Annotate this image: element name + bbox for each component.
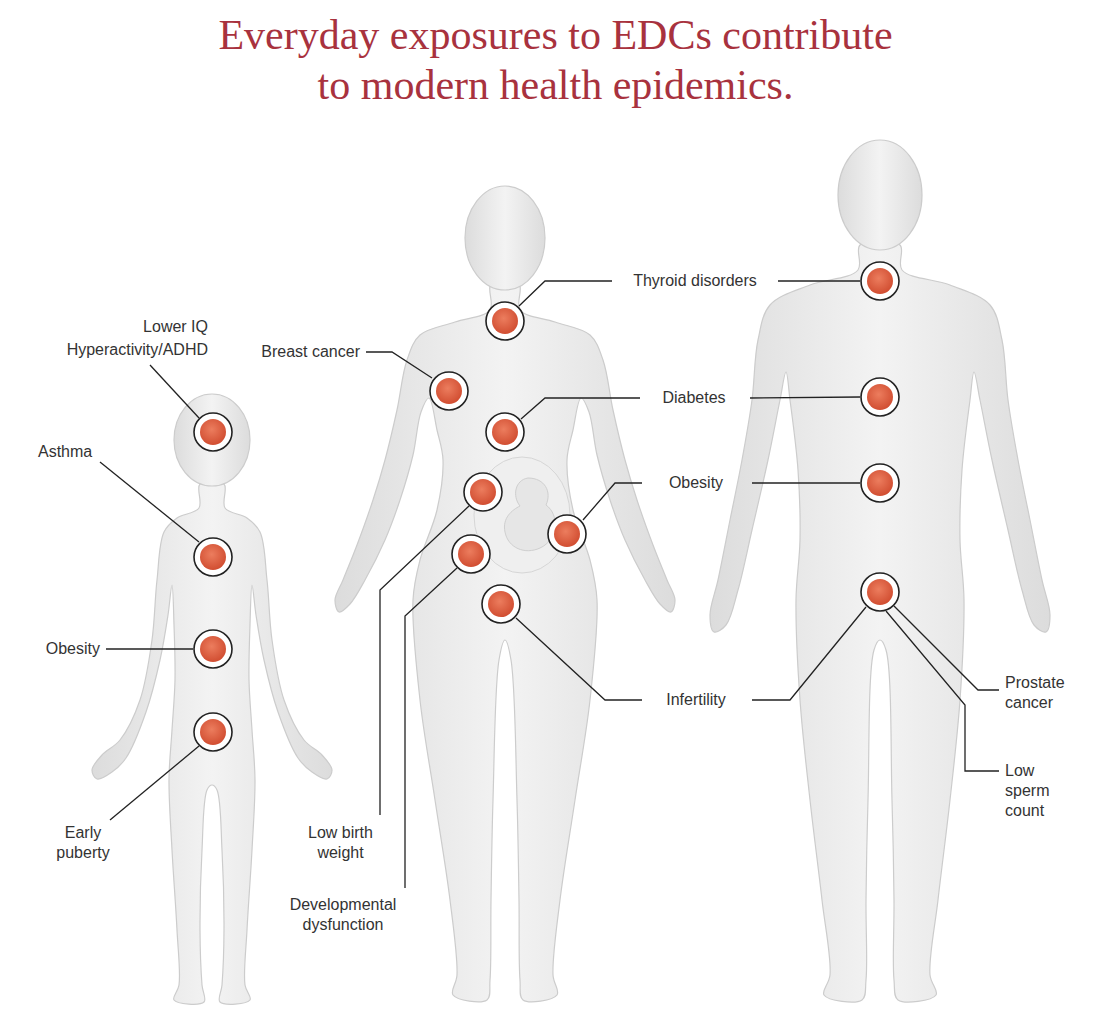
condition-label: Asthma bbox=[38, 442, 128, 462]
marker-dot bbox=[867, 470, 893, 496]
leader-line bbox=[150, 365, 199, 418]
leader-line bbox=[778, 280, 860, 281]
marker-dot bbox=[554, 521, 580, 547]
marker-dot bbox=[492, 308, 518, 334]
leader-line bbox=[752, 482, 860, 483]
marker-ring bbox=[861, 378, 899, 416]
condition-label: Prostate cancer bbox=[1005, 673, 1085, 713]
marker-ring bbox=[194, 713, 232, 751]
marker-ring bbox=[482, 585, 520, 623]
leader-line bbox=[100, 462, 199, 542]
leader-line bbox=[886, 611, 999, 771]
marker-dot bbox=[470, 479, 496, 505]
marker-ring bbox=[430, 372, 468, 410]
body-marker bbox=[464, 473, 502, 511]
marker-ring bbox=[194, 413, 232, 451]
title: Everyday exposures to EDCs contribute to… bbox=[207, 10, 904, 110]
marker-ring bbox=[194, 538, 232, 576]
body-marker bbox=[194, 713, 232, 751]
body-marker bbox=[194, 538, 232, 576]
condition-label: Breast cancer bbox=[230, 342, 360, 362]
marker-dot bbox=[200, 719, 226, 745]
body-marker bbox=[861, 464, 899, 502]
body-marker bbox=[430, 372, 468, 410]
condition-label: Hyperactivity/ADHD bbox=[18, 340, 208, 360]
condition-label: Early puberty bbox=[48, 823, 118, 863]
leader-line bbox=[519, 281, 612, 306]
fetus bbox=[504, 478, 555, 551]
leader-line bbox=[405, 568, 457, 888]
condition-label: Obesity bbox=[646, 473, 746, 493]
leader-line bbox=[750, 397, 860, 398]
marker-ring bbox=[486, 302, 524, 340]
condition-label: Lower IQ bbox=[98, 317, 208, 337]
body-marker bbox=[194, 413, 232, 451]
condition-label: Infertility bbox=[646, 690, 746, 710]
leader-line bbox=[521, 398, 640, 419]
body-marker bbox=[486, 302, 524, 340]
marker-dot bbox=[867, 384, 893, 410]
leader-line bbox=[366, 352, 432, 378]
body-marker bbox=[486, 413, 524, 451]
leader-line bbox=[752, 607, 866, 700]
condition-label: Low birth weight bbox=[298, 823, 383, 863]
marker-ring bbox=[861, 573, 899, 611]
condition-label: Thyroid disorders bbox=[617, 271, 773, 291]
head-silhouette bbox=[174, 394, 250, 486]
head-silhouette bbox=[838, 140, 922, 250]
leader-line bbox=[106, 648, 193, 649]
leader-line bbox=[583, 483, 642, 520]
marker-ring bbox=[452, 535, 490, 573]
marker-dot bbox=[200, 636, 226, 662]
marker-dot bbox=[492, 419, 518, 445]
head-silhouette bbox=[465, 186, 545, 290]
marker-ring bbox=[861, 464, 899, 502]
body-marker bbox=[861, 378, 899, 416]
body-silhouette bbox=[92, 481, 332, 1004]
marker-dot bbox=[200, 544, 226, 570]
markers bbox=[194, 262, 899, 751]
leader-line bbox=[894, 606, 999, 690]
marker-dot bbox=[200, 419, 226, 445]
condition-label: Low sperm count bbox=[1005, 761, 1065, 821]
body-marker bbox=[861, 262, 899, 300]
condition-label: Developmental dysfunction bbox=[278, 895, 408, 935]
marker-dot bbox=[458, 541, 484, 567]
marker-ring bbox=[464, 473, 502, 511]
figures bbox=[92, 140, 1050, 1004]
body-marker bbox=[194, 630, 232, 668]
body-marker bbox=[548, 515, 586, 553]
marker-dot bbox=[436, 378, 462, 404]
marker-ring bbox=[861, 262, 899, 300]
marker-dot bbox=[867, 268, 893, 294]
condition-label: Obesity bbox=[10, 639, 100, 659]
leader-line bbox=[110, 746, 199, 820]
body-marker bbox=[482, 585, 520, 623]
body-silhouette bbox=[335, 281, 675, 1002]
marker-dot bbox=[488, 591, 514, 617]
body-marker bbox=[452, 535, 490, 573]
body-marker bbox=[861, 573, 899, 611]
condition-label: Diabetes bbox=[644, 388, 744, 408]
marker-ring bbox=[486, 413, 524, 451]
leader-line bbox=[516, 618, 642, 700]
leader-lines bbox=[100, 281, 999, 888]
marker-dot bbox=[867, 579, 893, 605]
body-silhouette bbox=[710, 241, 1050, 1002]
marker-ring bbox=[548, 515, 586, 553]
marker-ring bbox=[194, 630, 232, 668]
